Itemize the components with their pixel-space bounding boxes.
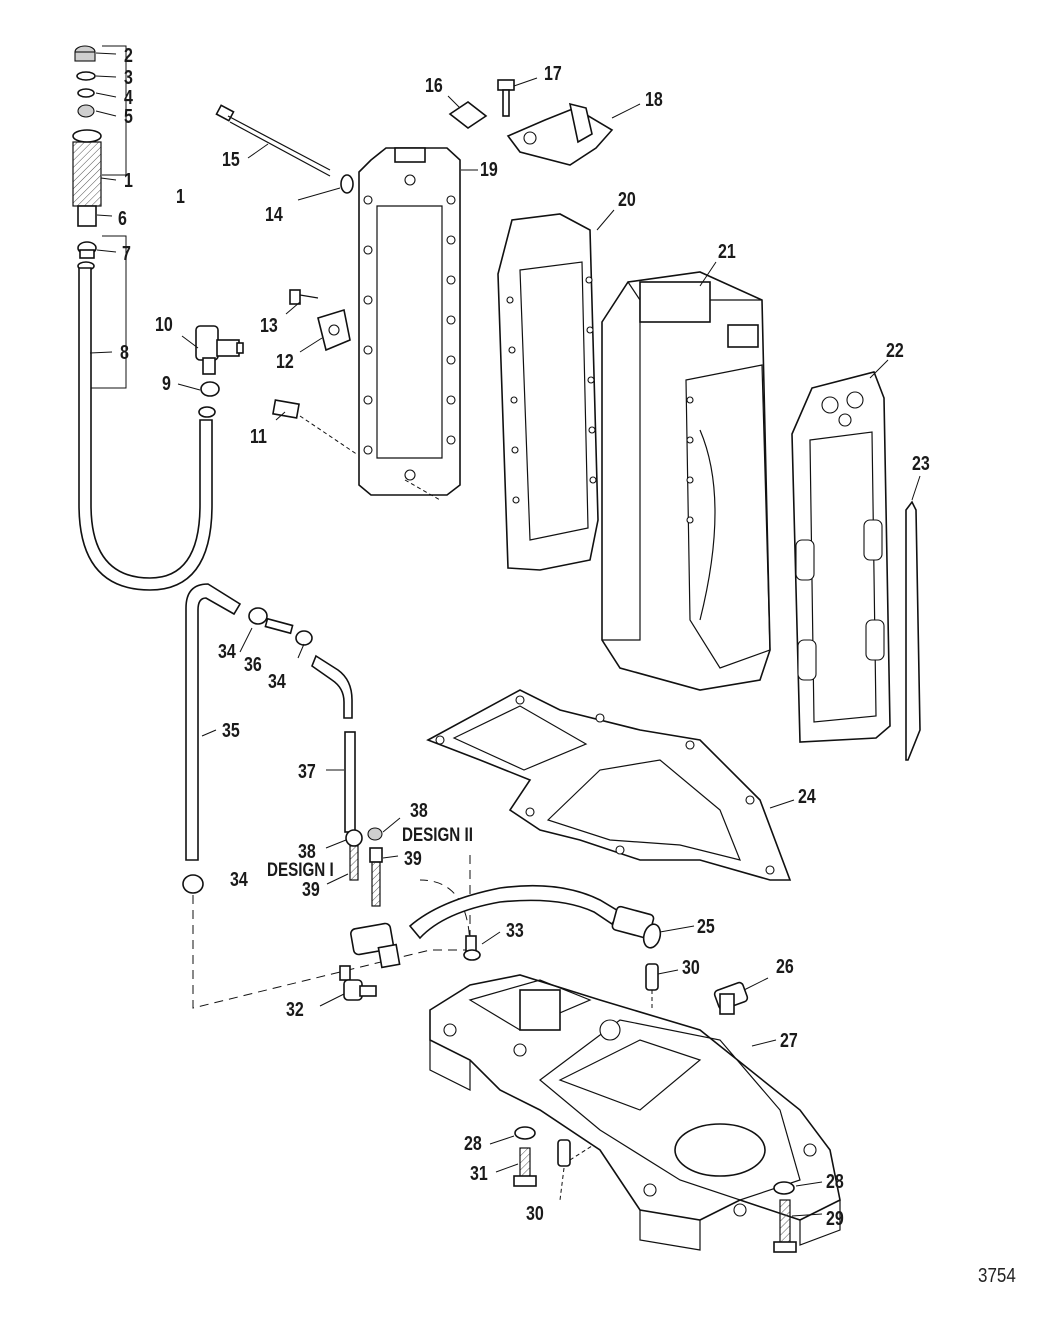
callout-19: 19 xyxy=(480,159,498,181)
callout-31: 31 xyxy=(470,1163,488,1185)
hose-fitting-25 xyxy=(611,905,662,949)
housing-21 xyxy=(601,271,771,691)
callout-14: 14 xyxy=(265,204,283,226)
gasket-16 xyxy=(448,101,488,129)
washer-28-right xyxy=(773,1181,795,1195)
fitting-33 xyxy=(463,935,481,961)
elbow-fitting-27 xyxy=(350,922,401,969)
stud-39-design1 xyxy=(349,845,359,881)
washer-28-left xyxy=(514,1126,536,1140)
dowel-30-upper xyxy=(645,963,659,991)
callout-2: 2 xyxy=(124,45,133,67)
label-design-i: DESIGN I xyxy=(267,860,334,881)
screw-29 xyxy=(773,1199,797,1253)
callout-8: 8 xyxy=(120,342,129,364)
hose-35 xyxy=(185,583,242,861)
callout-35: 35 xyxy=(222,720,240,742)
callout-13: 13 xyxy=(260,315,278,337)
callout-12: 12 xyxy=(276,351,294,373)
callout-38-design2: 38 xyxy=(410,800,428,822)
screw-17 xyxy=(497,79,515,117)
callout-20: 20 xyxy=(618,189,636,211)
callout-4: 4 xyxy=(124,87,133,109)
routing-path xyxy=(192,895,470,1009)
callout-30-upper: 30 xyxy=(682,957,700,979)
screw-31 xyxy=(513,1147,537,1187)
callout-23: 23 xyxy=(912,453,930,475)
screw-11 xyxy=(272,399,300,419)
callout-34-c: 34 xyxy=(230,869,248,891)
dowel-30-lower xyxy=(557,1139,571,1167)
tube-23 xyxy=(905,500,921,761)
fitting-32 xyxy=(339,965,377,1001)
figure-number: 3754 xyxy=(978,1265,1016,1287)
callout-36: 36 xyxy=(244,654,262,676)
elbow-fitting-26 xyxy=(713,981,749,1015)
callout-21: 21 xyxy=(718,241,736,263)
nut-38-design2 xyxy=(367,827,383,841)
callout-11: 11 xyxy=(250,426,267,448)
callout-39-design2: 39 xyxy=(404,848,422,870)
callout-30-lower: 30 xyxy=(526,1203,544,1225)
callout-25: 25 xyxy=(697,916,715,938)
stud-39-design2 xyxy=(369,847,383,907)
callout-3: 3 xyxy=(124,67,133,89)
gasket-24 xyxy=(426,689,792,881)
callout-7: 7 xyxy=(122,243,131,265)
callout-27: 27 xyxy=(780,1030,798,1052)
callout-22: 22 xyxy=(886,340,904,362)
fittings-34-36 xyxy=(182,607,313,894)
gasket-20 xyxy=(497,213,599,571)
bracket-12 xyxy=(317,308,351,352)
callout-17: 17 xyxy=(544,63,562,85)
hose-37 xyxy=(311,654,353,719)
callout-9: 9 xyxy=(162,373,171,395)
bolt-15 xyxy=(215,104,331,177)
callout-15: 15 xyxy=(222,149,240,171)
cover-plate-19 xyxy=(358,147,461,496)
label-design-ii: DESIGN II xyxy=(402,825,473,846)
adapter-plate-27 xyxy=(429,974,841,1251)
callout-29: 29 xyxy=(826,1208,844,1230)
callout-10: 10 xyxy=(155,314,173,336)
callout-28-right: 28 xyxy=(826,1171,844,1193)
callout-34-a: 34 xyxy=(218,641,236,663)
gasket-22 xyxy=(791,371,891,743)
callout-37: 37 xyxy=(298,761,316,783)
callout-5: 5 xyxy=(124,106,133,128)
callout-38-design1: 38 xyxy=(298,841,316,863)
clamp-9 xyxy=(200,381,220,397)
fuel-hose-8 xyxy=(78,267,213,591)
callout-28-left: 28 xyxy=(464,1133,482,1155)
callout-6: 6 xyxy=(118,208,127,230)
callout-24: 24 xyxy=(798,786,816,808)
callout-1: 1 xyxy=(124,170,133,192)
callout-1-group: 1 xyxy=(176,186,185,208)
callout-32: 32 xyxy=(286,999,304,1021)
washer-14 xyxy=(340,174,354,194)
screw-13 xyxy=(289,289,319,305)
elbow-fitting-10 xyxy=(195,325,244,375)
bracket-18 xyxy=(506,102,614,166)
callout-34-b: 34 xyxy=(268,671,286,693)
fuel-filter-assembly xyxy=(72,45,127,389)
callout-39-design1: 39 xyxy=(302,879,320,901)
nut-38-design1 xyxy=(345,829,363,847)
callout-16: 16 xyxy=(425,75,443,97)
callout-18: 18 xyxy=(645,89,663,111)
callout-33: 33 xyxy=(506,920,524,942)
callout-26: 26 xyxy=(776,956,794,978)
